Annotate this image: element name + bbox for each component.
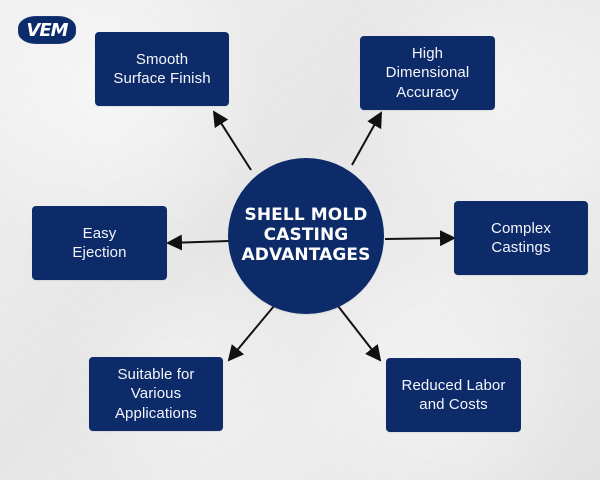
advantage-label-reduced-labor-and-costs: Reduced Labor and Costs	[401, 376, 506, 413]
brand-logo: VEM	[18, 16, 76, 44]
advantage-label-suitable-for-various-applications: Suitable for Various Applications	[114, 366, 198, 422]
advantage-card-easy-ejection: Easy Ejection	[32, 206, 167, 280]
advantage-card-high-dimensional-accuracy: High Dimensional Accuracy	[360, 36, 495, 110]
center-circle: SHELL MOLD CASTING ADVANTAGES	[228, 158, 384, 314]
logo-text: VEM	[26, 19, 68, 41]
advantage-card-complex-castings: Complex Castings	[454, 201, 588, 275]
advantage-label-smooth-surface-finish: Smooth Surface Finish	[113, 50, 211, 87]
advantage-card-reduced-labor-and-costs: Reduced Labor and Costs	[386, 358, 521, 432]
advantage-card-suitable-for-various-applications: Suitable for Various Applications	[89, 357, 223, 431]
advantage-card-smooth-surface-finish: Smooth Surface Finish	[95, 32, 229, 106]
advantage-label-high-dimensional-accuracy: High Dimensional Accuracy	[385, 45, 470, 101]
advantage-label-complex-castings: Complex Castings	[491, 219, 551, 256]
advantage-label-easy-ejection: Easy Ejection	[72, 224, 127, 261]
center-label: SHELL MOLD CASTING ADVANTAGES	[241, 205, 371, 265]
